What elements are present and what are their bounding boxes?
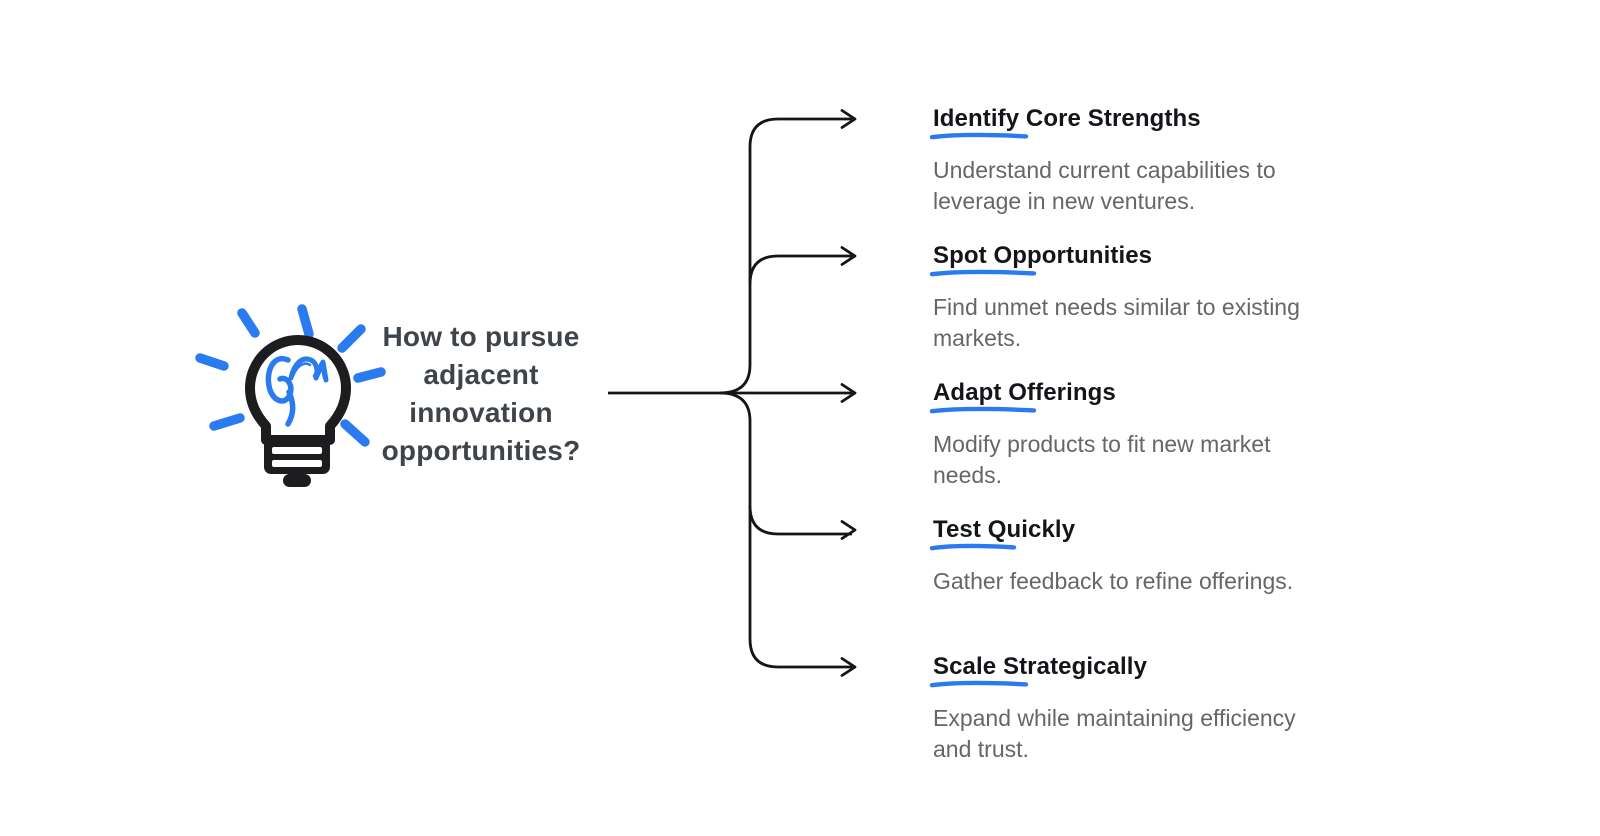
arrowhead-icon <box>840 246 857 266</box>
hand-drawn-underline <box>929 680 1029 688</box>
underline-stroke <box>929 406 1037 414</box>
bulb-base <box>264 438 330 487</box>
branch-up <box>719 117 852 395</box>
item-heading: Adapt Offerings <box>929 378 1313 414</box>
hand-drawn-underline <box>929 543 1017 551</box>
item-description: Gather feedback to refine offerings. <box>933 568 1294 594</box>
central-question: How to pursue adjacent innovation opport… <box>381 321 581 466</box>
strategy-item: Scale Strategically Expand while maintai… <box>929 652 1313 765</box>
item-description: Modify products to fit new market needs. <box>933 431 1271 488</box>
arrowhead-icon <box>840 520 857 540</box>
hand-drawn-underline <box>929 269 1037 277</box>
strategy-item: Adapt Offerings Modify products to fit n… <box>929 378 1313 491</box>
arrowhead-icon <box>840 383 857 403</box>
item-description: Find unmet needs similar to existing mar… <box>933 294 1300 351</box>
underline-stroke <box>929 132 1029 140</box>
idea-rays-icon <box>195 304 386 447</box>
bulb-outline <box>245 335 351 445</box>
item-heading: Spot Opportunities <box>929 241 1313 277</box>
branch-down <box>719 391 852 669</box>
strategy-item: Identify Core Strengths Understand curre… <box>929 104 1313 217</box>
hand-drawn-underline <box>929 132 1029 140</box>
strategy-item: Test Quickly Gather feedback to refine o… <box>929 515 1313 597</box>
arrowheads <box>840 109 857 677</box>
branch-upper <box>748 254 852 285</box>
bulb-scribble-icon <box>265 356 329 427</box>
branch-arrows <box>608 109 857 677</box>
underline-stroke <box>929 269 1037 277</box>
item-description: Understand current capabilities to lever… <box>933 157 1276 214</box>
underline-stroke <box>929 680 1029 688</box>
lightbulb-idea-icon <box>190 286 400 501</box>
branch-lower <box>748 505 852 536</box>
arrowhead-icon <box>840 109 857 129</box>
underline-stroke <box>929 543 1017 551</box>
hand-drawn-underline <box>929 406 1037 414</box>
strategy-item: Spot Opportunities Find unmet needs simi… <box>929 241 1313 354</box>
arrowhead-icon <box>840 657 857 677</box>
item-heading: Test Quickly <box>929 515 1313 551</box>
item-heading: Identify Core Strengths <box>929 104 1313 140</box>
item-heading: Scale Strategically <box>929 652 1313 688</box>
item-description: Expand while maintaining efficiency and … <box>933 705 1296 762</box>
